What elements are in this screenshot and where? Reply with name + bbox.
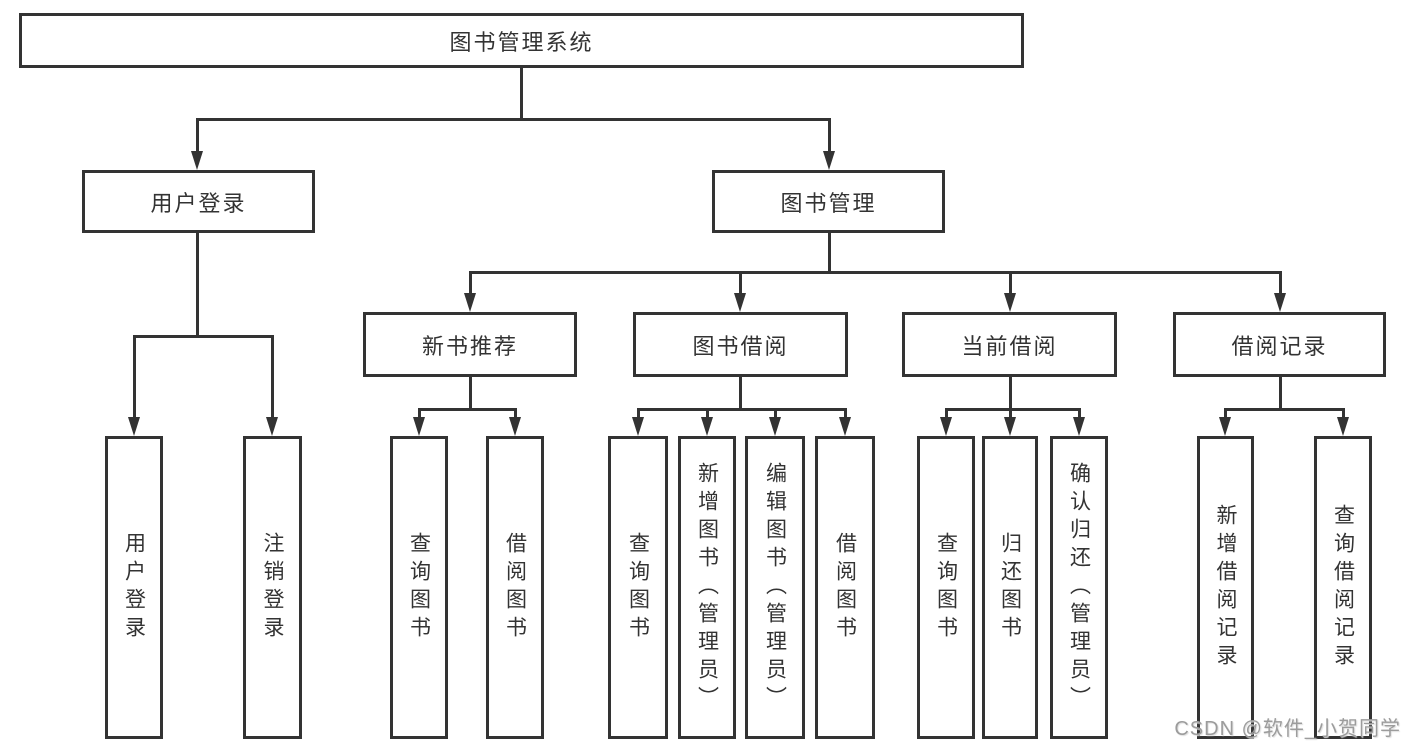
arrow-down-icon	[464, 293, 476, 312]
connector-line	[417, 408, 421, 419]
leaf-return-books: 归还图书	[982, 436, 1038, 739]
connector-line	[1008, 271, 1012, 295]
arrow-down-icon	[940, 417, 952, 436]
connector-line	[132, 335, 274, 338]
leaf-logout: 注销登录	[243, 436, 302, 739]
arrow-down-icon	[701, 417, 713, 436]
node-book-borrowing: 图书借阅	[633, 312, 848, 377]
connector-line	[195, 233, 199, 335]
connector-line	[1223, 408, 1227, 419]
arrow-down-icon	[509, 417, 521, 436]
connector-line	[944, 408, 948, 419]
arrow-down-icon	[1219, 417, 1231, 436]
arrow-down-icon	[266, 417, 278, 436]
connector-line	[636, 408, 640, 419]
connector-line	[1278, 377, 1282, 408]
connector-line	[468, 271, 472, 295]
arrow-down-icon	[191, 151, 203, 170]
arrow-down-icon	[128, 417, 140, 436]
connector-line	[132, 335, 136, 418]
connector-line	[843, 408, 847, 419]
connector-line	[705, 408, 709, 419]
connector-line	[1341, 408, 1345, 419]
node-library-system: 图书管理系统	[19, 13, 1024, 68]
connector-line	[1008, 408, 1012, 419]
connector-line	[513, 408, 517, 419]
arrow-down-icon	[1337, 417, 1349, 436]
connector-line	[827, 233, 831, 271]
leaf-query-books: 查询图书	[390, 436, 448, 739]
arrow-down-icon	[839, 417, 851, 436]
connector-line	[195, 118, 199, 154]
connector-line	[827, 118, 831, 154]
connector-line	[773, 408, 777, 419]
connector-line	[636, 408, 847, 411]
leaf-user-login: 用户登录	[105, 436, 163, 739]
connector-line	[1077, 408, 1081, 419]
connector-line	[944, 408, 1081, 411]
leaf-borrow-books: 借阅图书	[486, 436, 544, 739]
arrow-down-icon	[1004, 293, 1016, 312]
arrow-down-icon	[632, 417, 644, 436]
arrow-down-icon	[1073, 417, 1085, 436]
leaf-add-books-admin: 新增图书（管理员）	[678, 436, 736, 739]
arrow-down-icon	[413, 417, 425, 436]
connector-line	[520, 68, 523, 118]
leaf-add-borrow-record: 新增借阅记录	[1197, 436, 1254, 739]
node-new-book-recommendation: 新书推荐	[363, 312, 577, 377]
node-user-login: 用户登录	[82, 170, 315, 233]
leaf-borrow-books: 借阅图书	[815, 436, 875, 739]
arrow-down-icon	[1004, 417, 1016, 436]
arrow-down-icon	[823, 151, 835, 170]
leaf-edit-books-admin: 编辑图书（管理员）	[745, 436, 805, 739]
connector-line	[738, 271, 742, 295]
connector-line	[1223, 408, 1345, 411]
connector-line	[1278, 271, 1282, 295]
connector-line	[270, 335, 274, 418]
arrow-down-icon	[769, 417, 781, 436]
leaf-query-books: 查询图书	[917, 436, 975, 739]
node-borrowing-records: 借阅记录	[1173, 312, 1386, 377]
leaf-query-books: 查询图书	[608, 436, 668, 739]
arrow-down-icon	[734, 293, 746, 312]
connector-line	[468, 271, 1282, 274]
node-book-management: 图书管理	[712, 170, 945, 233]
leaf-query-borrow-record: 查询借阅记录	[1314, 436, 1372, 739]
connector-line	[468, 377, 472, 408]
leaf-confirm-return-admin: 确认归还（管理员）	[1050, 436, 1108, 739]
connector-line	[417, 408, 517, 411]
connector-line	[195, 118, 831, 121]
csdn-watermark: CSDN @软件_小贺同学	[1174, 718, 1401, 740]
arrow-down-icon	[1274, 293, 1286, 312]
node-current-borrowing: 当前借阅	[902, 312, 1117, 377]
connector-line	[1008, 377, 1012, 408]
connector-line	[738, 377, 742, 408]
